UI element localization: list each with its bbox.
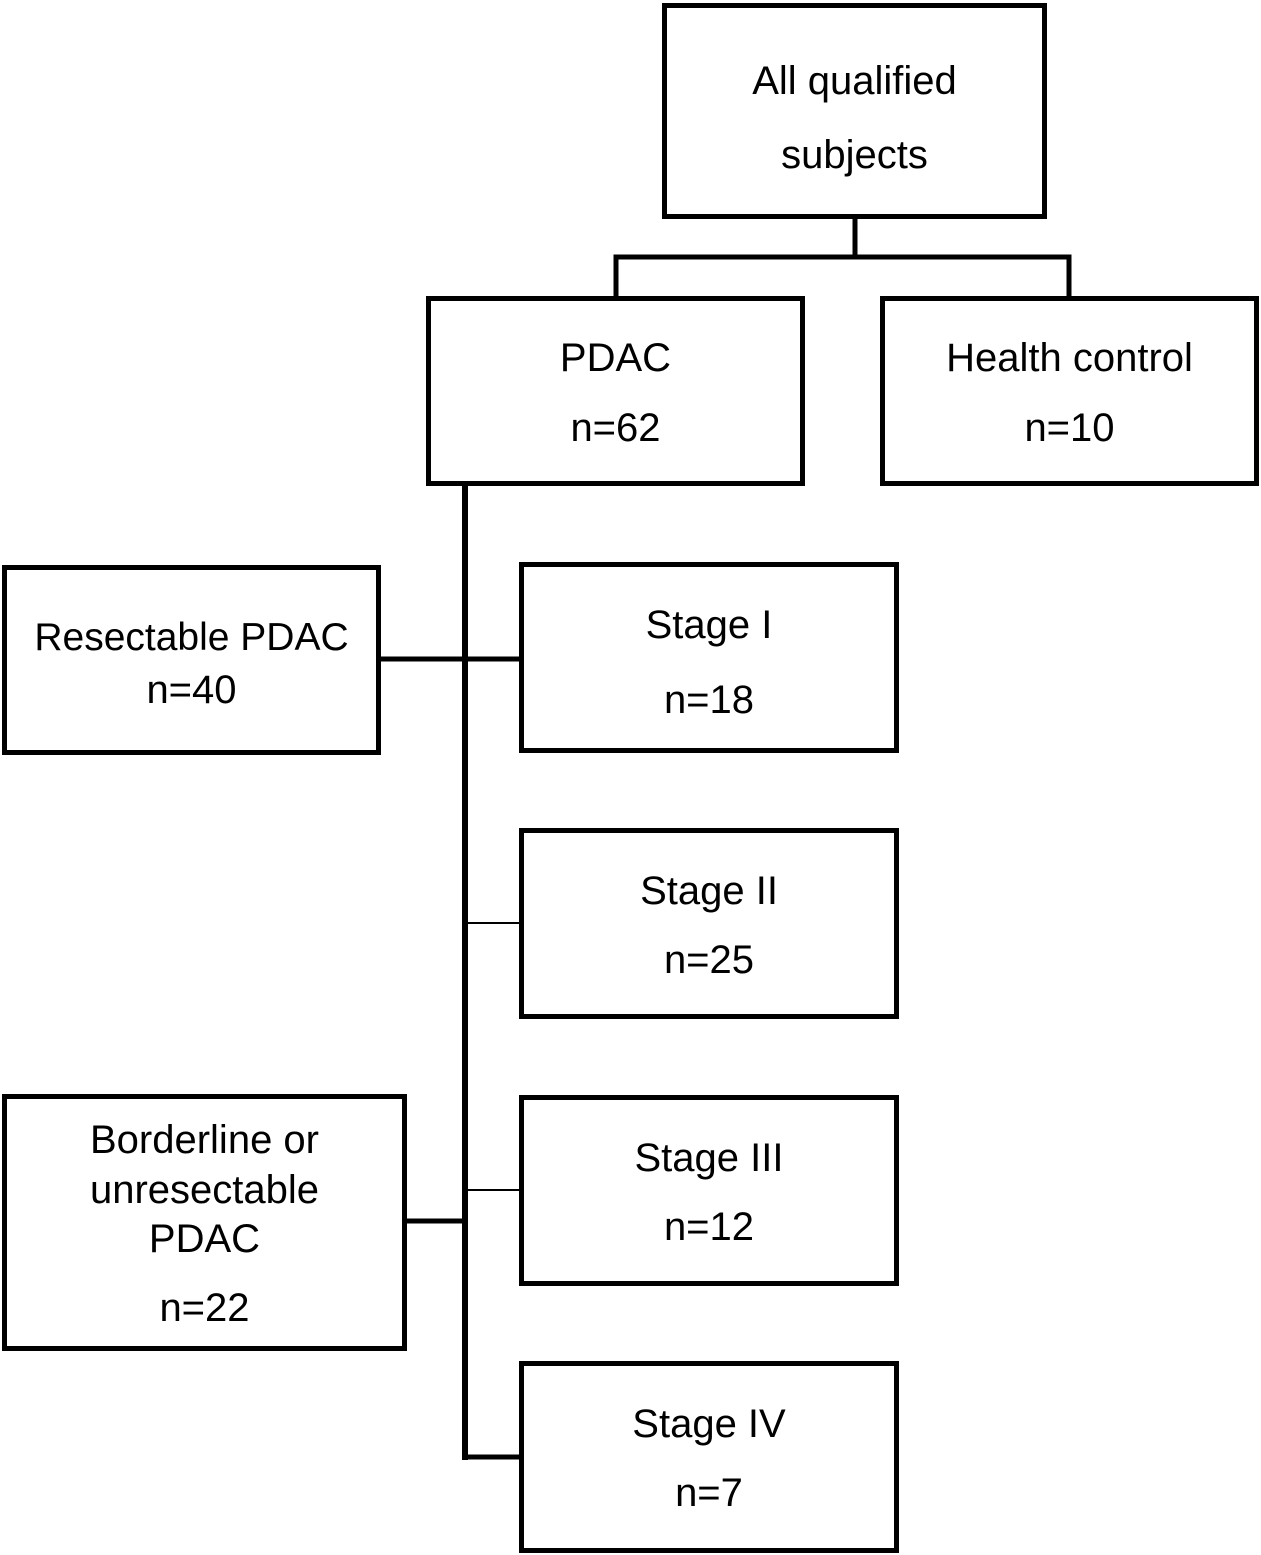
resectable-pdac-count: n=40 (146, 668, 237, 712)
all-subjects-box: All qualified subjects (662, 3, 1047, 219)
pdac-count: n=62 (570, 406, 661, 450)
all-subjects-line1: All qualified (752, 59, 957, 103)
pdac-box: PDAC n=62 (426, 296, 805, 486)
resectable-pdac-label: Resectable PDAC (34, 616, 349, 659)
all-subjects-line2: subjects (781, 133, 928, 177)
stage-iii-box: Stage III n=12 (519, 1095, 899, 1286)
stage-iii-count: n=12 (663, 1205, 755, 1249)
stage-i-label: Stage I (645, 603, 773, 647)
stage-iii-label: Stage III (634, 1136, 784, 1180)
health-control-count: n=10 (1024, 406, 1115, 450)
resectable-pdac-box: Resectable PDAC n=40 (2, 565, 381, 755)
borderline-pdac-box: Borderline or unresectable PDAC n=22 (2, 1094, 407, 1351)
borderline-label-line3: PDAC (148, 1217, 261, 1261)
stage-i-box: Stage I n=18 (519, 562, 899, 753)
health-control-box: Health control n=10 (880, 296, 1259, 486)
borderline-count: n=22 (159, 1286, 250, 1330)
stage-ii-count: n=25 (663, 938, 755, 982)
stage-iv-box: Stage IV n=7 (519, 1361, 899, 1553)
borderline-label-line2: unresectable (89, 1168, 320, 1212)
health-control-label: Health control (946, 336, 1193, 380)
stage-iv-label: Stage IV (632, 1402, 786, 1446)
stage-ii-label: Stage II (640, 869, 778, 913)
stage-iv-count: n=7 (675, 1471, 743, 1515)
stage-ii-box: Stage II n=25 (519, 828, 899, 1019)
pdac-label: PDAC (559, 336, 672, 380)
borderline-label-line1: Borderline or (89, 1118, 319, 1162)
stage-i-count: n=18 (663, 678, 755, 722)
